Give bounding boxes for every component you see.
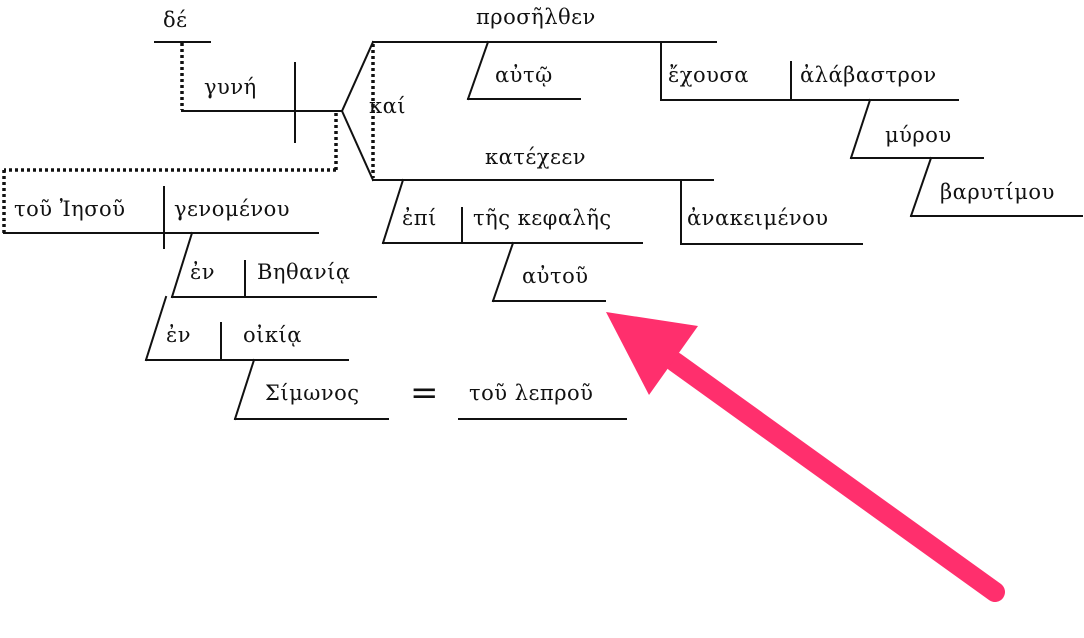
- word-tou-leprou: τοῦ λεπροῦ: [469, 381, 593, 405]
- word-simonos: Σίμωνος: [265, 381, 360, 405]
- word-barutimou: βαρυτίμου: [940, 180, 1055, 204]
- word-alabastron: ἀλάβαστρον: [800, 63, 937, 87]
- en-oikia-slant: [144, 295, 168, 362]
- word-oikia: οἰκίᾳ: [243, 323, 302, 347]
- word-tes-kephales: τῆς κεφαλῆς: [473, 206, 612, 230]
- word-genomenou: γενομένου: [174, 197, 290, 221]
- word-murou: μύρου: [885, 123, 952, 147]
- word-auto: αὐτῷ: [495, 63, 553, 87]
- word-autou: αὐτοῦ: [522, 264, 588, 288]
- fork-upper: [340, 40, 375, 113]
- fork-lower: [340, 109, 375, 182]
- en-bethania-slant: [170, 231, 194, 299]
- word-gune: γυνή: [204, 75, 257, 99]
- simonos-slant: [233, 358, 256, 421]
- epi-slant: [381, 178, 405, 245]
- word-anakeimenou: ἀνακειμένου: [687, 206, 829, 230]
- word-echousa: ἔχουσα: [668, 63, 749, 87]
- word-katecheen: κατέχεεν: [485, 145, 586, 169]
- word-en-1: ἐν: [190, 260, 215, 284]
- word-epi: ἐπί: [402, 206, 437, 230]
- word-de: δέ: [163, 8, 188, 32]
- word-tou-iesou: τοῦ Ἰησοῦ: [14, 197, 125, 221]
- barutimou-slant: [909, 156, 933, 218]
- auto-slant: [466, 40, 490, 101]
- autou-slant: [491, 241, 515, 303]
- apposition-equals: =: [410, 373, 439, 413]
- annotation-arrow-icon: [606, 312, 1005, 602]
- word-en-2: ἐν: [166, 323, 191, 347]
- word-bethania: Βηθανίᾳ: [257, 260, 351, 284]
- murou-slant: [849, 98, 872, 160]
- word-kai: καί: [369, 94, 406, 118]
- word-proselthen: προσῆλθεν: [476, 5, 596, 29]
